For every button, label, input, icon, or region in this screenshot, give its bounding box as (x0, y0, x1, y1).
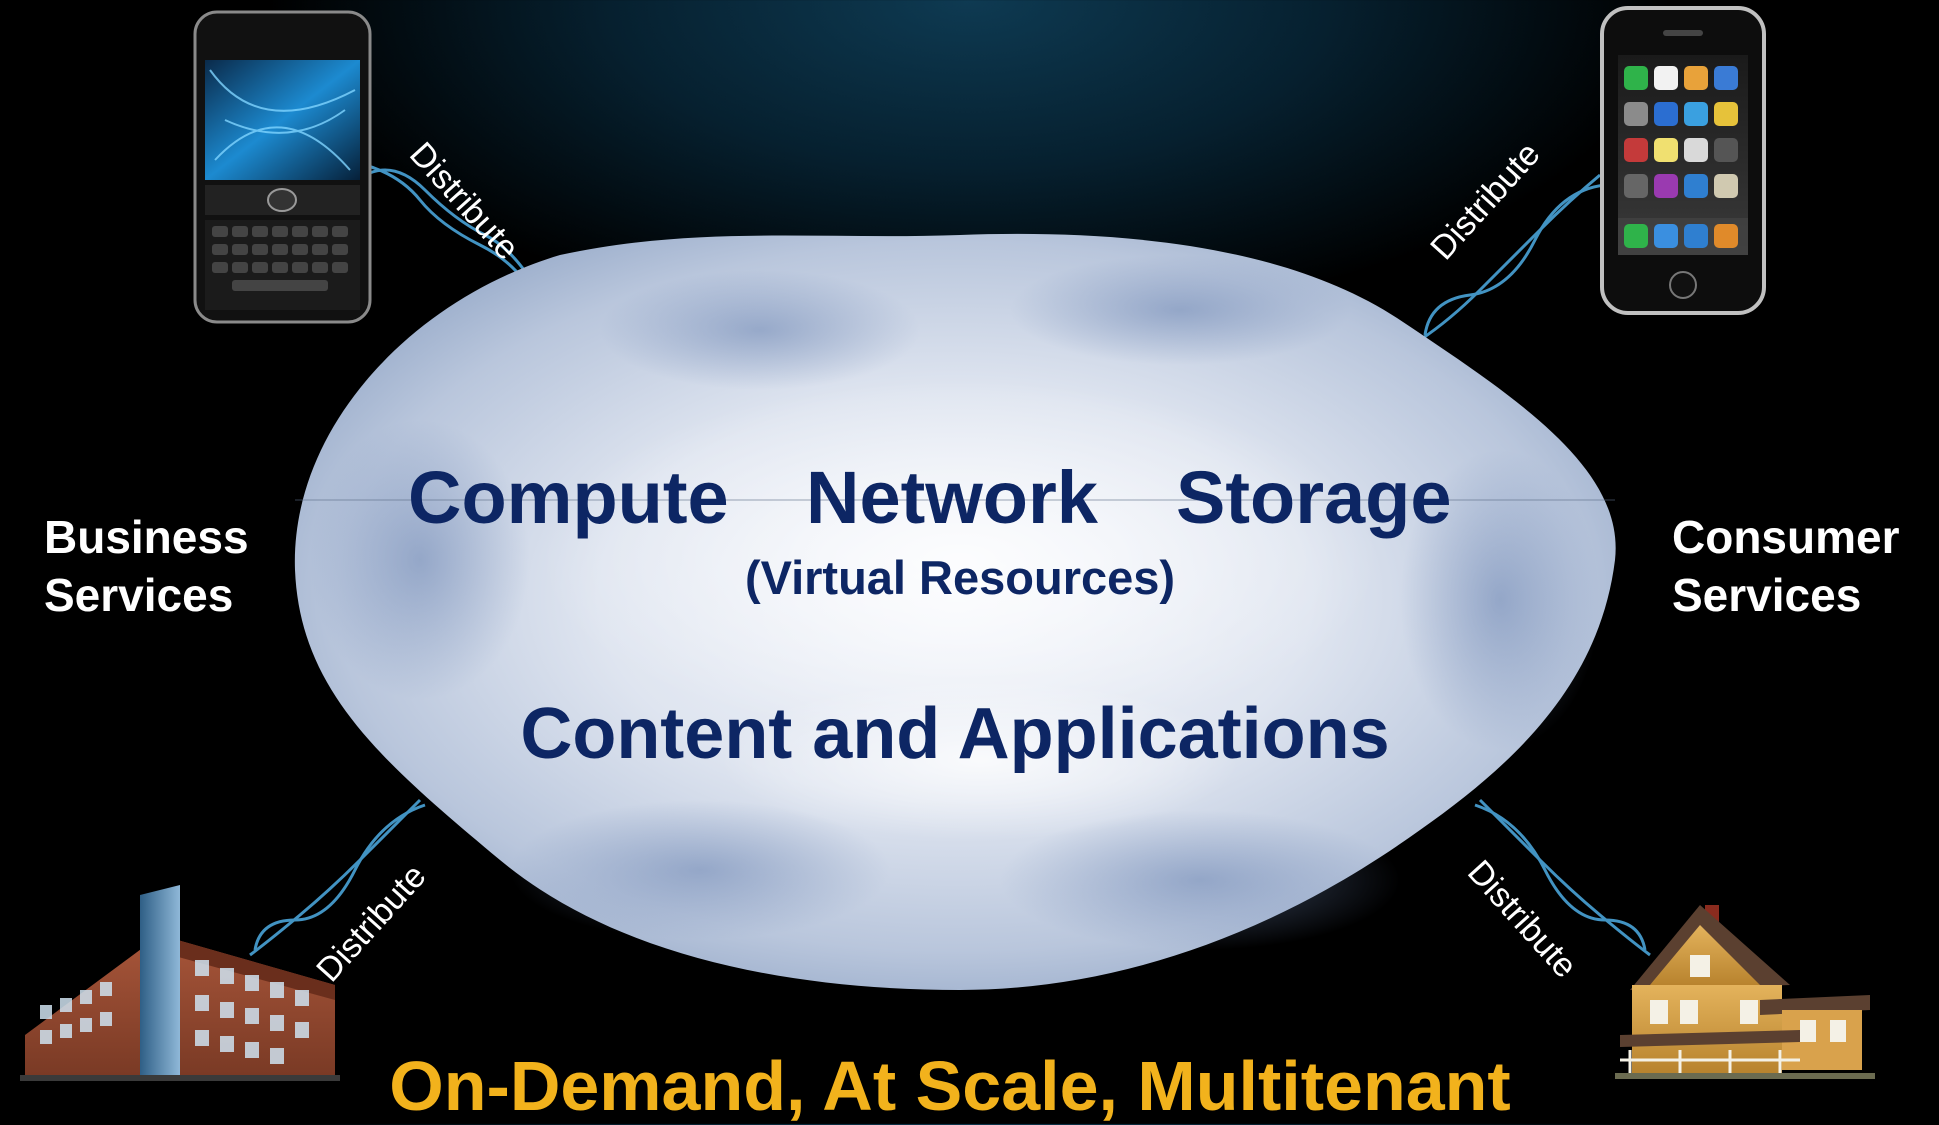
helix-bottom-left (249, 798, 426, 957)
storage-label: Storage (1176, 456, 1452, 539)
resource-row: Compute Network Storage (400, 455, 1530, 539)
helix-bottom-right (1474, 798, 1651, 957)
helix-top-left (364, 163, 542, 301)
business-services-line1: Business (44, 511, 249, 563)
tagline: On-Demand, At Scale, Multitenant (389, 1047, 1511, 1125)
virtual-resources-label: (Virtual Resources) (744, 551, 1176, 604)
network-label: Network (806, 456, 1098, 539)
compute-label: Compute (408, 456, 729, 539)
business-services-line2: Services (44, 569, 234, 621)
consumer-services-label: Consumer Services (1672, 508, 1899, 624)
office-building-icon (20, 885, 340, 1081)
consumer-services-line2: Services (1672, 569, 1862, 621)
cloud-shape (294, 233, 1616, 990)
consumer-services-line1: Consumer (1672, 511, 1900, 563)
content-applications-label: Content and Applications (520, 694, 1390, 774)
house-icon (1615, 905, 1875, 1079)
helix-top-right (1419, 173, 1606, 342)
business-services-label: Business Services (44, 508, 249, 624)
blackberry-phone-icon (193, 10, 372, 324)
iphone-icon (1600, 6, 1766, 315)
